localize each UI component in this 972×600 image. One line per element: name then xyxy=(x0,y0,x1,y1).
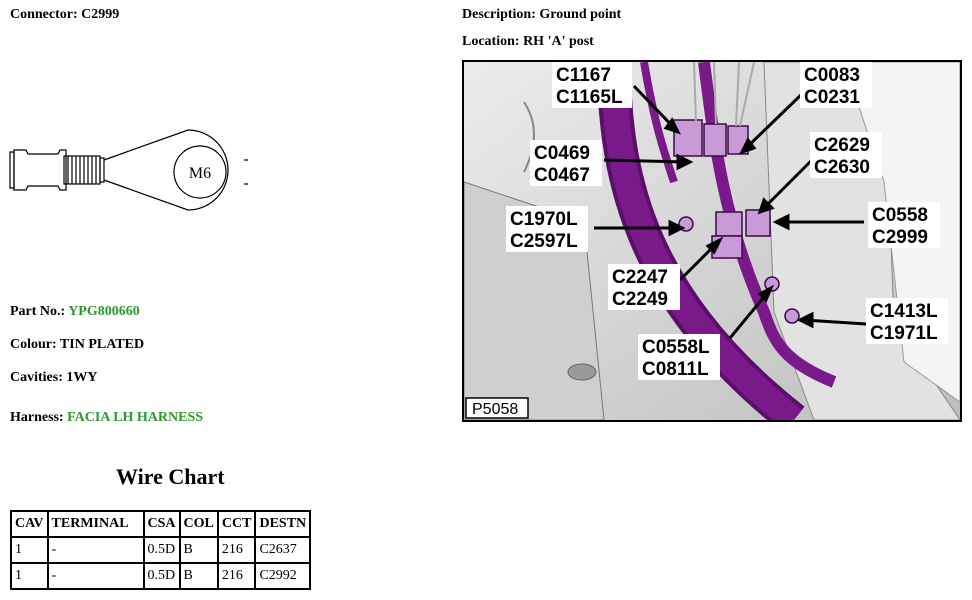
cell-col: B xyxy=(178,536,219,564)
body-hole xyxy=(567,363,597,381)
cell-cav: 1 xyxy=(10,536,49,564)
part-no-line: Part No.: YPG800660 xyxy=(10,304,140,320)
callout-c1413l: C1413L xyxy=(870,301,938,322)
cavities-label: Cavities: xyxy=(10,370,63,385)
image-id-label: P5058 xyxy=(472,401,518,418)
callout-c2629: C2629 xyxy=(814,135,870,156)
harness-label: Harness: xyxy=(10,410,64,425)
cell-terminal: - xyxy=(46,536,145,564)
callout-c1971l: C1971L xyxy=(870,323,938,344)
callout-labels: C1167 C1165L C0083 C0231 C0469 C0467 C26… xyxy=(506,62,948,380)
callout-c0558l: C0558L xyxy=(642,337,710,358)
ring-terminal-drawing: M6 xyxy=(9,129,248,211)
callout-c0469: C0469 xyxy=(534,143,590,164)
panel-edge xyxy=(523,101,535,173)
main-harness xyxy=(601,62,803,420)
cell-col: B xyxy=(178,562,219,590)
callout-c0231: C0231 xyxy=(804,87,860,108)
description-line: Description: Ground point xyxy=(462,7,621,23)
cell-destn: C2637 xyxy=(254,536,312,564)
callout-c2630: C2630 xyxy=(814,157,870,178)
column-header-col: COL xyxy=(178,510,219,538)
cell-destn: C2992 xyxy=(254,562,312,590)
location-illustration: C1167 C1165L C0083 C0231 C0469 C0467 C26… xyxy=(462,60,962,422)
column-header-terminal: TERMINAL xyxy=(46,510,145,538)
location-value: RH 'A' post xyxy=(523,34,594,49)
cell-csa: 0.5D xyxy=(142,562,181,590)
cell-cct: 216 xyxy=(216,536,257,564)
callout-c2597l: C2597L xyxy=(510,231,578,252)
table-header-row: CAV TERMINAL CSA COL CCT DESTN xyxy=(10,510,312,538)
table-row: 1 - 0.5D B 216 C2992 xyxy=(10,562,312,590)
column-header-destn: DESTN xyxy=(254,510,312,538)
location-line: Location: RH 'A' post xyxy=(462,34,594,50)
cell-csa: 0.5D xyxy=(142,536,181,564)
callout-c1165l: C1165L xyxy=(556,87,623,108)
table-row: 1 - 0.5D B 216 C2637 xyxy=(10,536,312,564)
callout-c1970l: C1970L xyxy=(510,209,578,230)
cavities-line: Cavities: 1WY xyxy=(10,370,98,386)
harness-line: Harness: FACIA LH HARNESS xyxy=(10,410,203,426)
colour-value: TIN PLATED xyxy=(59,337,145,352)
wire-chart-table: CAV TERMINAL CSA COL CCT DESTN 1 - 0.5D … xyxy=(10,510,312,590)
part-no-label: Part No.: xyxy=(10,304,66,319)
colour-line: Colour: TIN PLATED xyxy=(10,337,144,353)
part-no-link[interactable]: YPG800660 xyxy=(68,304,140,319)
description-label: Description: xyxy=(462,7,536,22)
callout-c2999: C2999 xyxy=(872,227,928,248)
column-header-cav: CAV xyxy=(10,510,49,538)
callout-c0083: C0083 xyxy=(804,65,860,86)
callout-c0558: C0558 xyxy=(872,205,928,226)
cavities-value: 1WY xyxy=(66,370,98,385)
cell-cav: 1 xyxy=(10,562,49,590)
wires xyxy=(693,62,755,127)
branch-harness xyxy=(640,62,678,184)
callout-c2249: C2249 xyxy=(612,289,668,310)
connector-line: Connector: C2999 xyxy=(10,7,119,23)
description-value: Ground point xyxy=(539,7,622,22)
wire-chart-title: Wire Chart xyxy=(116,464,225,489)
cell-terminal: - xyxy=(46,562,145,590)
callout-c1167: C1167 xyxy=(556,65,611,86)
connector-label: Connector: xyxy=(10,7,78,22)
callout-arrows xyxy=(594,84,867,339)
thread-size-label: M6 xyxy=(189,165,211,182)
location-label: Location: xyxy=(462,34,520,49)
cell-cct: 216 xyxy=(216,562,257,590)
harness-link[interactable]: FACIA LH HARNESS xyxy=(67,410,204,425)
column-header-csa: CSA xyxy=(142,510,181,538)
colour-label: Colour: xyxy=(10,337,57,352)
column-header-cct: CCT xyxy=(216,510,257,538)
callout-c0811l: C0811L xyxy=(642,359,709,380)
location-illustration-svg: C1167 C1165L C0083 C0231 C0469 C0467 C26… xyxy=(464,62,960,420)
image-id-box xyxy=(465,397,529,419)
connector-group xyxy=(673,119,800,324)
connector-value: C2999 xyxy=(81,7,120,22)
callout-c0467: C0467 xyxy=(534,165,590,186)
callout-c2247: C2247 xyxy=(612,267,668,288)
